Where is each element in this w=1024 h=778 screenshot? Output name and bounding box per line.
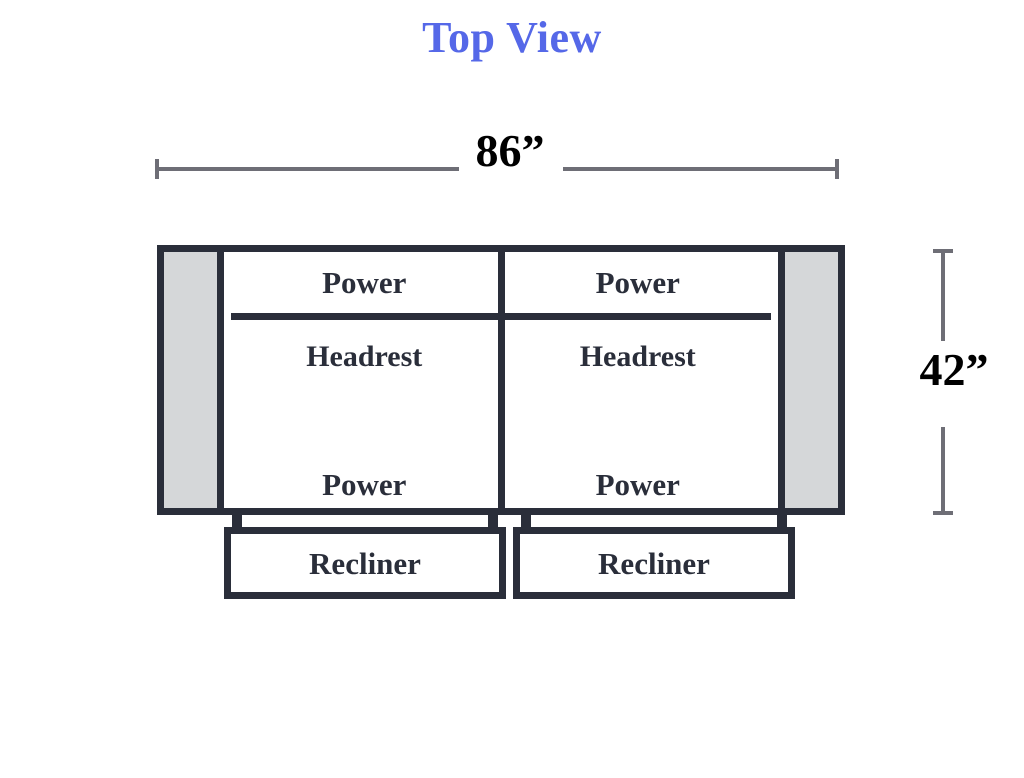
seat-left: Power Headrest Power (231, 252, 505, 508)
sofa-body-outline: Power Headrest Power Power Headrest Powe… (157, 245, 845, 515)
seat-right-power-bottom-label: Power (595, 467, 680, 502)
seat-left-power-top-box: Power (231, 252, 498, 320)
height-dimension-label: 42” (919, 344, 989, 395)
width-dimension-line-left (157, 167, 459, 171)
height-dimension: 42” (900, 245, 1024, 520)
seat-left-headrest-label: Headrest (306, 340, 423, 373)
recliner-right-tab-inner (521, 515, 531, 529)
seat-left-power-top-label: Power (322, 265, 407, 300)
seat-right-power-top-label: Power (595, 265, 680, 300)
height-dimension-line-bottom (941, 427, 945, 515)
recliner-left-tab-inner (232, 515, 242, 529)
seat-left-power-bottom-label: Power (322, 467, 407, 502)
seat-group: Power Headrest Power Power Headrest Powe… (231, 252, 771, 508)
recliner-left-assembly: Recliner (224, 515, 506, 605)
recliner-right-label: Recliner (598, 545, 710, 581)
recliner-right-box: Recliner (513, 527, 795, 599)
height-dimension-tick-bottom (933, 511, 953, 515)
recliner-left-label: Recliner (309, 545, 421, 581)
recliner-right-tab-outer (777, 515, 787, 529)
seat-right: Power Headrest Power (504, 252, 771, 508)
width-dimension: 86” (155, 125, 839, 190)
armrest-right (778, 252, 838, 508)
height-dimension-line-top (941, 251, 945, 341)
armrest-left (164, 252, 224, 508)
width-dimension-tick-right (835, 159, 839, 179)
recliner-left-box: Recliner (224, 527, 506, 599)
width-dimension-label: 86” (475, 125, 545, 176)
recliner-right-assembly: Recliner (513, 515, 795, 605)
width-dimension-line-right (563, 167, 837, 171)
recliner-left-tab-outer (488, 515, 498, 529)
recliner-group: Recliner Recliner (157, 515, 845, 605)
page-title: Top View (422, 13, 602, 62)
seat-right-power-top-box: Power (504, 252, 771, 320)
seat-right-headrest-label: Headrest (579, 340, 696, 373)
